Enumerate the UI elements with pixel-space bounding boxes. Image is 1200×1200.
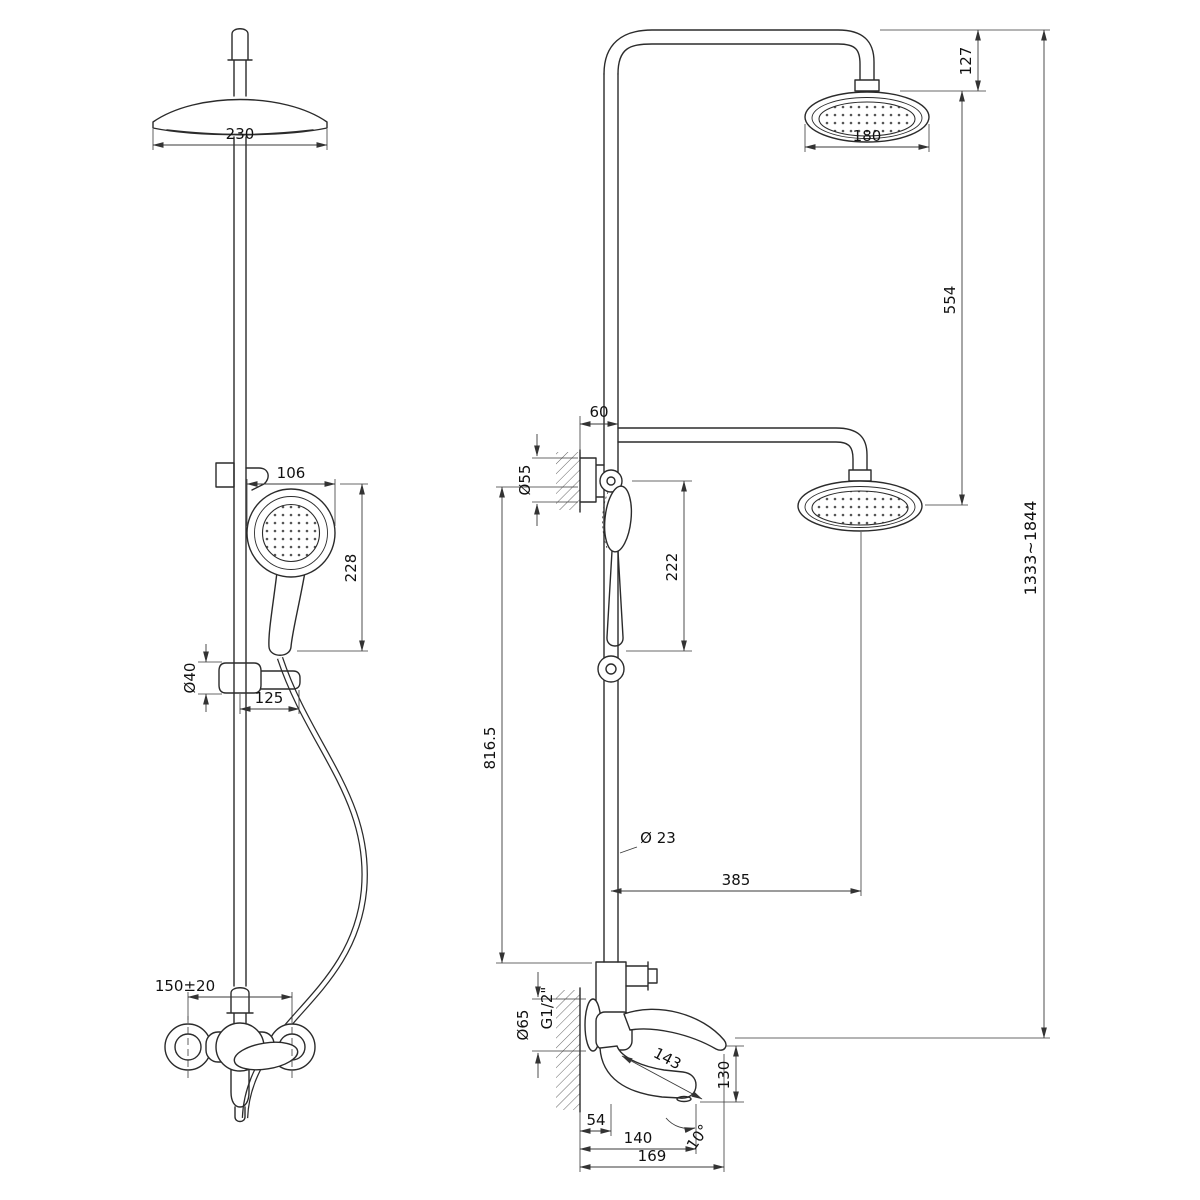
wall-flange-mid: [579, 457, 605, 503]
front-hand-shower: [246, 488, 336, 656]
side-arm-lower-position: [617, 427, 923, 532]
dim-side-riser-travel: 554: [941, 286, 959, 315]
dim-front-hand-length: 228: [342, 554, 360, 583]
dim-line-spout-reach: [621, 1055, 703, 1100]
dim-side-column-length: 816.5: [481, 727, 499, 770]
dim-side-overall-height: 1333~1844: [1021, 501, 1040, 596]
dim-front-slider-diameter: Ø40: [181, 663, 199, 694]
front-extension-lines: [152, 129, 368, 1020]
side-view: 127 180 554 60 Ø55 222 816.5 Ø 23 385 13…: [481, 29, 1050, 1172]
hand-shower-spray-face: [261, 503, 321, 563]
dim-front-hand-diameter: 106: [277, 464, 306, 482]
dim-side-spout-drop: 130: [715, 1061, 733, 1090]
wall-hatch-mid: [556, 452, 580, 510]
front-mixer: [164, 987, 316, 1123]
mixer-hose-outlet: [230, 1069, 250, 1123]
side-diverter-knob: [625, 961, 658, 991]
wall-hatch-bottom: [556, 990, 580, 1110]
head-top-face: [818, 101, 916, 137]
side-tub-spout: [599, 1045, 697, 1099]
dim-side-flange-diameter: Ø55: [516, 465, 534, 496]
side-extension-lines: [496, 29, 1050, 1172]
side-hand-head: [603, 485, 633, 553]
side-wall-bracket: [556, 449, 623, 513]
dim-front-valve-centers: 150±20: [155, 977, 215, 995]
side-slider-ring-inner: [605, 663, 617, 675]
dim-side-spout-angle: 10°: [683, 1121, 713, 1153]
pivot-joint-center: [606, 476, 616, 486]
dim-side-valve-flange: Ø65: [514, 1010, 532, 1041]
front-shower-head-assembly: [152, 28, 328, 136]
mixer-diverter-knob: [226, 987, 254, 1024]
side-hand-handle: [606, 550, 624, 647]
dim-side-thread-size: G1/2": [538, 987, 556, 1030]
front-shower-head-outline: [152, 98, 328, 136]
dim-arc-spout-angle: [665, 1117, 696, 1133]
side-head-top-position: [804, 91, 930, 143]
front-riser-pipe: [233, 136, 247, 987]
front-head-connector: [227, 28, 253, 97]
mixer-lever-handle: [233, 1041, 299, 1071]
dim-front-bracket-reach: 125: [255, 689, 284, 707]
dim-side-head-height: 127: [957, 47, 975, 76]
side-slider-ring: [597, 655, 625, 683]
side-lever-handle: [623, 1008, 727, 1051]
front-slider-bracket: [218, 662, 301, 694]
head-top-rim: [811, 97, 923, 139]
dim-side-spout-b: 140: [624, 1129, 653, 1147]
pipe-diameter-leader: [619, 846, 638, 854]
dim-side-arm-offset: 60: [589, 403, 608, 421]
front-upper-bracket: [215, 462, 269, 491]
dim-side-head-reach: 385: [722, 871, 751, 889]
dim-side-pipe-diameter: Ø 23: [640, 829, 676, 847]
dim-side-spout-a: 54: [586, 1111, 605, 1129]
dim-side-spout-c: 169: [638, 1147, 667, 1165]
front-view: 230 106 228 Ø40 125 150±20: [152, 28, 368, 1123]
lower-arm-outline: [617, 427, 872, 482]
side-gooseneck: [603, 29, 880, 92]
dim-front-head-width: 230: [226, 125, 255, 143]
side-mixer: [556, 961, 727, 1113]
dim-side-hand-length: 222: [663, 553, 681, 582]
mixer-tee-body: [595, 961, 627, 1013]
head-lower-rim: [804, 486, 916, 528]
side-hand-shower: [597, 485, 633, 683]
head-lower-face: [811, 490, 909, 526]
dim-side-head-diameter: 180: [853, 127, 882, 145]
pivot-joint: [599, 469, 623, 493]
hand-shower-handle: [268, 571, 306, 656]
hand-shower-inner-rim: [254, 496, 328, 570]
